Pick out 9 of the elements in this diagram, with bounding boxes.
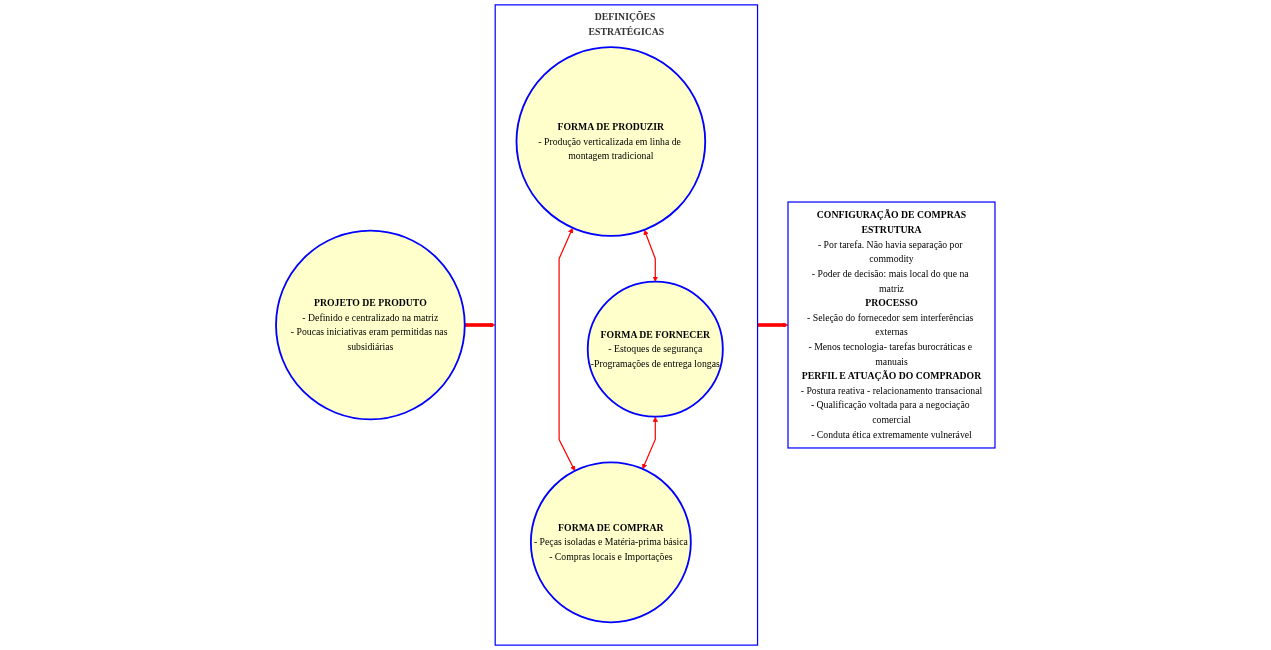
node-box: CONFIGURAÇÃO DE COMPRAS ESTRUTURA - Por tarefa. Não havia separação por commodity - Poder de decisão: mais local do que na matriz PROCESSO - Seleção do fornecedor sem interferências externas - Menos tecnologia- tarefas burocráticas e manuais PERFIL E ATUAÇÃO DO COMPRADOR - Postura reativa - relacionamento transacional - Qualificação voltada para a negociação comercial - Conduta ética extremamente vulnerável (787, 201, 996, 449)
arrow (643, 229, 658, 282)
node-circle: FORMA DE PRODUZIR - Produção verticalizada em linha de montagem tradicional (515, 46, 707, 237)
arrow (558, 227, 576, 472)
node-circle: FORMA DE COMPRAR - Peças isoladas e Matéria-prima básica - Compras locais e Importações (529, 461, 692, 624)
node-circle: FORMA DE FORNECER - Estoques de segurança -Programações de entrega longas (586, 280, 724, 418)
arrow (642, 416, 658, 470)
arrow (464, 322, 496, 328)
node-circle: PROJETO DE PRODUTO - Definido e centralizado na matriz - Poucas iniciativas eram permitidas nas subsidiárias (275, 229, 466, 421)
